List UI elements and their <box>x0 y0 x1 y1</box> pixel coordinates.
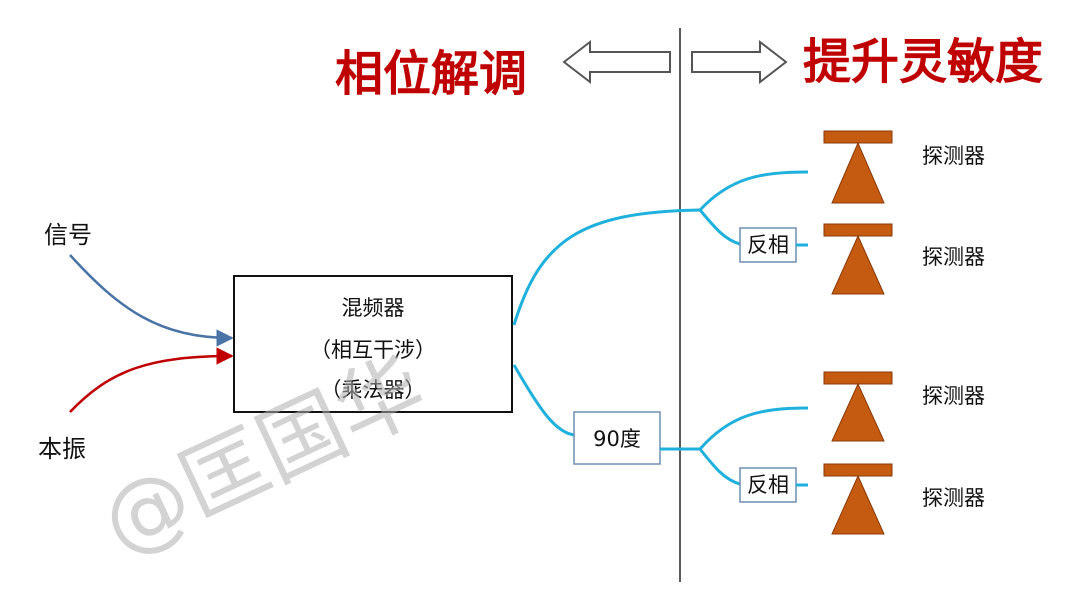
local-oscillator-arrow <box>69 347 234 413</box>
detector-icon <box>823 371 893 442</box>
fiber-lower-branch <box>512 364 575 437</box>
signal-label: 信号 <box>44 221 92 249</box>
signal-arrow <box>69 254 234 347</box>
local-oscillator-label: 本振 <box>38 435 86 463</box>
mixer-title: 混频器 <box>342 296 405 320</box>
detector-icon <box>823 223 893 295</box>
inverter-box-lower <box>739 467 797 503</box>
detector-label-3: 探测器 <box>922 384 985 408</box>
mixer-subtitle-interference: （相互干涉） <box>310 338 436 362</box>
inverter-label-upper: 反相 <box>747 233 789 257</box>
detector-label-4: 探测器 <box>922 486 985 510</box>
fiber-upper-branch <box>512 208 701 326</box>
splitter-lower-top <box>698 406 809 450</box>
splitter-upper-top <box>698 170 809 212</box>
detector-label-2: 探测器 <box>922 245 985 269</box>
detector-icon <box>823 463 893 535</box>
inverter-label-lower: 反相 <box>747 473 789 497</box>
detector-icon <box>823 130 893 204</box>
mixer-subtitle-multiplier: （乘法器） <box>321 378 426 402</box>
left-hollow-arrow <box>562 39 671 85</box>
title-improve-sensitivity: 提升灵敏度 <box>803 34 1043 90</box>
right-hollow-arrow <box>691 39 788 85</box>
splitter-lower-bottom <box>698 448 741 486</box>
phase-shift-box <box>573 411 661 465</box>
mixer-box <box>233 275 513 413</box>
detector-label-1: 探测器 <box>922 144 985 168</box>
title-phase-demodulation: 相位解调 <box>335 46 527 102</box>
phase-shift-label: 90度 <box>593 427 641 451</box>
splitter-upper-bottom <box>698 209 741 246</box>
